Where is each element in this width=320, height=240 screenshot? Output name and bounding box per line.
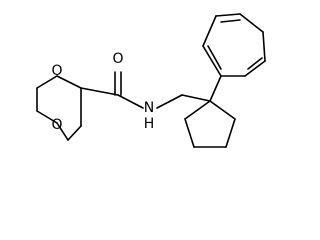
bond-phenyl-inner-2	[220, 19, 241, 23]
bond-dioxane-1	[36, 75, 58, 89]
bond-nitrogen-methylene	[156, 94, 183, 109]
bond-phenyl-7	[202, 45, 222, 77]
bond-carbonyl-nitrogen	[117, 94, 144, 109]
bond-cyclopentane-2	[225, 118, 236, 148]
bond-cyclopentane-5	[184, 100, 211, 120]
molecule-diagram: O O O N H	[36, 13, 266, 148]
bond-dioxane-7	[56, 75, 82, 89]
bond-set	[36, 13, 266, 148]
carbonyl-oxygen-label: O	[112, 51, 123, 67]
bond-phenyl-5	[215, 13, 241, 17]
bond-cyclopentane-1	[209, 100, 236, 120]
bond-ring-carbonyl	[80, 87, 119, 96]
bond-dioxane-3	[36, 110, 58, 124]
bond-phenyl-6	[202, 15, 217, 47]
bond-quaternary-phenyl	[209, 75, 222, 102]
bond-phenyl-4	[239, 13, 264, 33]
bond-phenyl-3	[262, 31, 266, 62]
bond-dioxane-4	[56, 122, 69, 141]
bond-phenyl-inner-3	[207, 45, 222, 70]
amide-hydrogen-label: H	[144, 116, 155, 132]
bond-dioxane-5	[67, 125, 82, 141]
bond-phenyl-inner-1	[247, 57, 263, 70]
structure-drawing: O O O N H	[36, 13, 266, 148]
bond-phenyl-2	[244, 60, 266, 77]
ring-oxygen-bottom-label: O	[51, 117, 62, 133]
amide-nitrogen-label: N	[144, 100, 154, 116]
bond-methylene-quaternary	[181, 94, 211, 102]
bond-cyclopentane-4	[184, 118, 195, 148]
atom-labels: O O O N H	[51, 51, 154, 133]
ring-oxygen-top-label: O	[51, 63, 62, 79]
